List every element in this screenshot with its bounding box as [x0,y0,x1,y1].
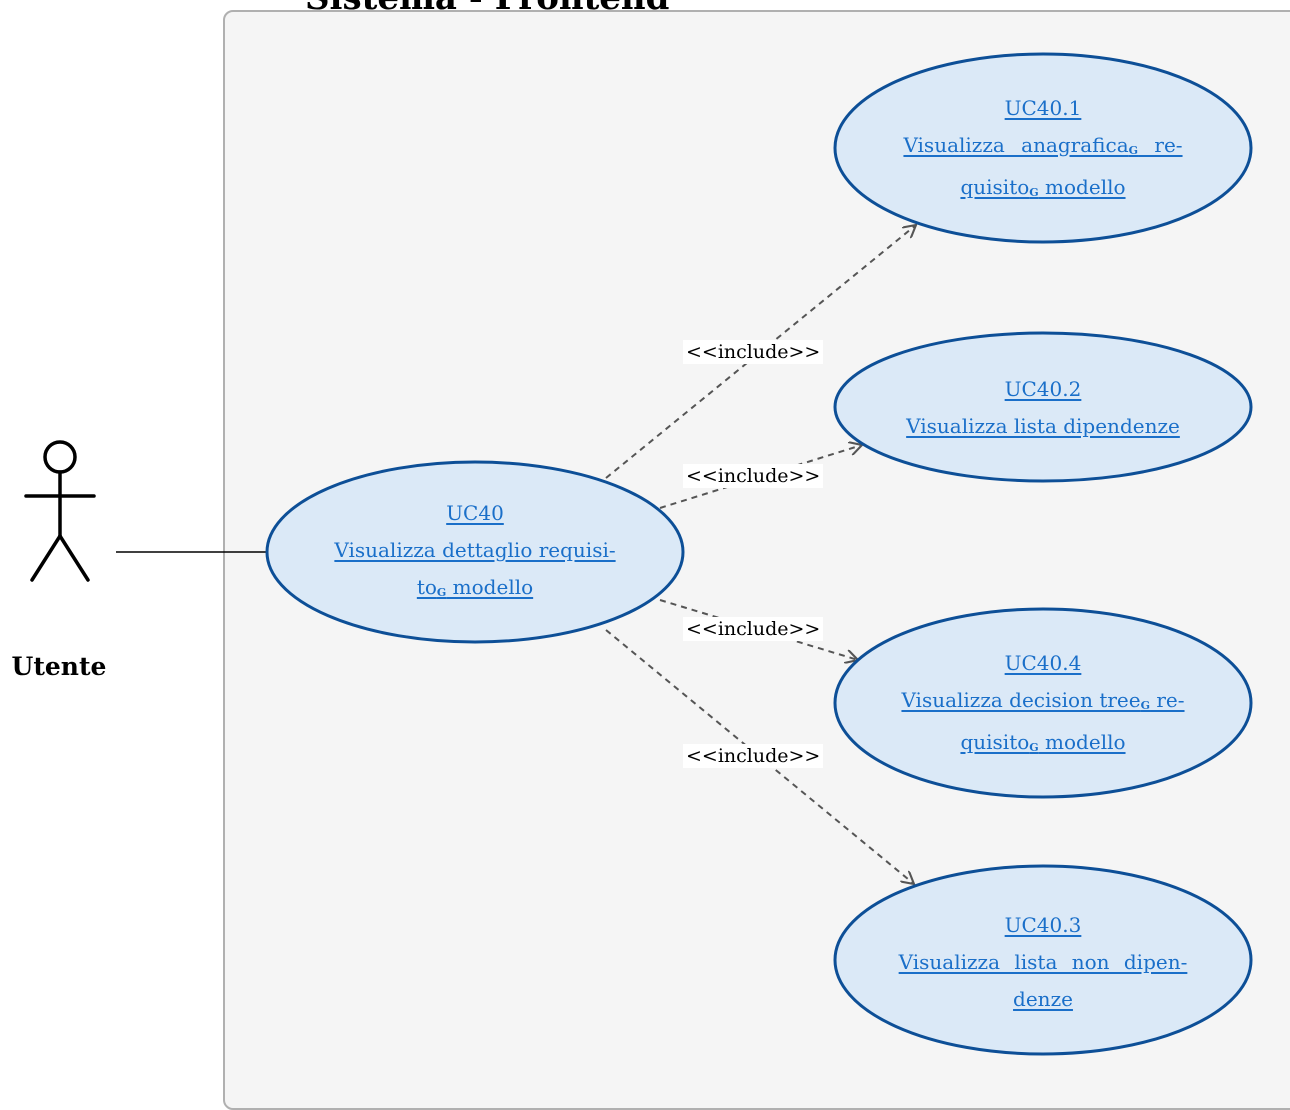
uc40-2-title-line1[interactable]: Visualizza lista dipendenze [906,414,1180,438]
include-label-uc40-2: <<include>> [683,464,824,488]
include-arrow-uc40-2 [659,445,862,509]
uc40-1-text[interactable]: UC40.1 Visualizza anagraficaG re- quisit… [860,90,1226,210]
system-title: Sistema - Frontend [305,0,669,18]
uc40-1-title-line1[interactable]: Visualizza anagraficaG re- [903,127,1182,169]
uc40-1-id[interactable]: UC40.1 [1004,95,1082,120]
uc40-line2-post: modello [446,575,534,599]
actor-stick-figure-icon [24,440,96,582]
uc40-1-line2-pre: quisito [960,174,1030,199]
uc40-3-text[interactable]: UC40.3 Visualizza lista non dipen- denze [860,902,1226,1022]
uc40-4-title-line2[interactable]: quisitoG modello [960,724,1125,766]
uc40-title-line2[interactable]: toG modello [417,569,533,611]
uc40-ellipse[interactable] [265,460,685,644]
glossary-marker: G [1128,143,1139,157]
glossary-marker: G [1029,740,1039,754]
uc40-3-title-line2[interactable]: denze [1013,986,1073,1011]
include-label-uc40-4: <<include>> [683,617,824,641]
uc40-1-line1-pre: Visualizza anagrafica [903,132,1129,157]
uc40-2-id[interactable]: UC40.2 [1004,377,1082,401]
uc40-4-id[interactable]: UC40.4 [1004,650,1082,675]
uc40-1-line2-post: modello [1038,174,1126,199]
uc40-text[interactable]: UC40 Visualizza dettaglio requisi- toG m… [290,493,660,613]
uc40-4-text[interactable]: UC40.4 Visualizza decision treeG re- qui… [860,645,1226,765]
uc40-3-id[interactable]: UC40.3 [1004,912,1082,937]
glossary-marker: G [1029,185,1039,199]
uc40-line2-pre: to [416,575,437,599]
uc40-4-title-line1[interactable]: Visualizza decision treeG re- [901,682,1184,724]
uc40-3-ellipse[interactable] [833,864,1253,1056]
uc40-title-line1[interactable]: Visualizza dettaglio requisi- [334,538,616,562]
uc40-4-line1-pre: Visualizza decision tree [901,687,1141,712]
uc40-4-ellipse[interactable] [833,607,1253,799]
glossary-marker: G [436,586,447,599]
uc40-id[interactable]: UC40 [446,501,504,525]
include-label-uc40-1: <<include>> [683,340,824,364]
actor-name: Utente [11,652,107,681]
uc40-4-line2-post: modello [1038,729,1126,754]
uc40-1-title-line2[interactable]: quisitoG modello [960,169,1125,211]
include-label-uc40-3: <<include>> [683,744,824,768]
uc40-4-line1-post: re- [1150,687,1185,712]
uc40-3-title-line1[interactable]: Visualizza lista non dipen- [898,949,1188,974]
uc40-2-text[interactable]: UC40.2 Visualizza lista dipendenze [860,368,1226,448]
uc40-1-line1-post: re- [1138,132,1183,157]
glossary-marker: G [1140,698,1151,712]
uc40-4-line2-pre: quisito [960,729,1030,754]
uc40-2-ellipse[interactable] [833,331,1253,483]
uc40-1-ellipse[interactable] [833,52,1253,244]
